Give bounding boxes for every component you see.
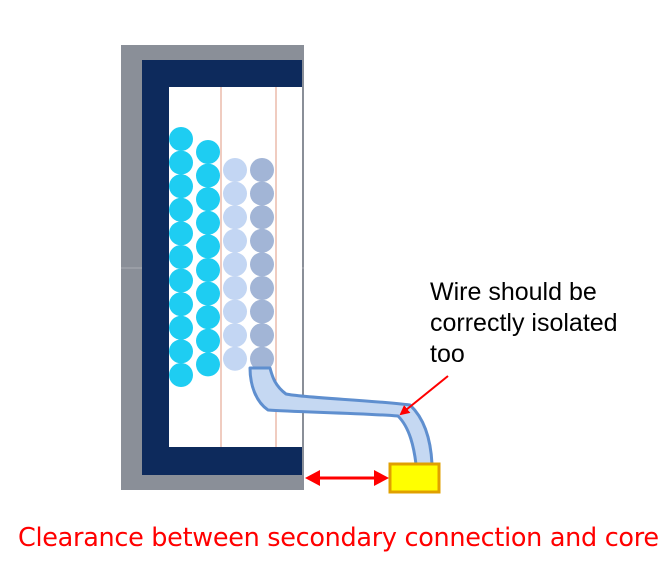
primary-turn: [196, 234, 220, 259]
primary-turn: [196, 210, 220, 235]
primary-turn: [196, 258, 220, 282]
secondary-turn: [250, 323, 274, 348]
primary-turn: [169, 150, 193, 175]
primary-turn: [169, 245, 193, 269]
pointer-arrow: [399, 375, 449, 416]
primary-turn: [196, 305, 220, 330]
primary-turn: [169, 363, 193, 387]
secondary-turn: [250, 205, 274, 230]
secondary-turn: [250, 346, 274, 371]
secondary-turn: [250, 228, 274, 253]
primary-turn: [169, 315, 193, 340]
diagram-caption: Clearance between secondary connection a…: [18, 523, 659, 553]
secondary-connection-terminal: [388, 462, 441, 494]
secondary-turn: [250, 276, 274, 300]
primary-turn: [196, 140, 220, 164]
secondary-turn: [223, 276, 247, 300]
secondary-turn: [250, 158, 274, 182]
secondary-turn: [223, 299, 247, 324]
primary-winding: [169, 127, 220, 387]
primary-turn: [196, 187, 220, 212]
annotation-line-2: correctly isolated: [430, 309, 618, 337]
primary-turn: [196, 281, 220, 306]
secondary-turn: [223, 252, 247, 277]
primary-turn: [169, 339, 193, 364]
annotation-line-1: Wire should be: [430, 278, 597, 306]
clearance-arrow-left-head: [305, 470, 320, 486]
primary-turn: [196, 328, 220, 353]
secondary-turn: [223, 346, 247, 371]
primary-turn: [169, 268, 193, 293]
annotation-line-3: too: [430, 340, 465, 368]
secondary-turn: [223, 323, 247, 348]
secondary-turn: [250, 252, 274, 277]
secondary-winding: [223, 158, 274, 371]
primary-turn: [196, 352, 220, 377]
secondary-turn: [223, 181, 247, 206]
secondary-turn: [250, 181, 274, 206]
secondary-turn: [223, 228, 247, 253]
primary-turn: [169, 127, 193, 151]
primary-turn: [169, 292, 193, 317]
primary-turn: [169, 221, 193, 246]
secondary-turn: [250, 299, 274, 324]
primary-turn: [169, 174, 193, 199]
secondary-turn: [223, 158, 247, 182]
annotation-text: Wire should be correctly isolated too: [430, 277, 660, 370]
clearance-arrow-right-head: [374, 470, 389, 486]
primary-turn: [169, 197, 193, 222]
primary-turn: [196, 163, 220, 188]
secondary-turn: [223, 205, 247, 230]
